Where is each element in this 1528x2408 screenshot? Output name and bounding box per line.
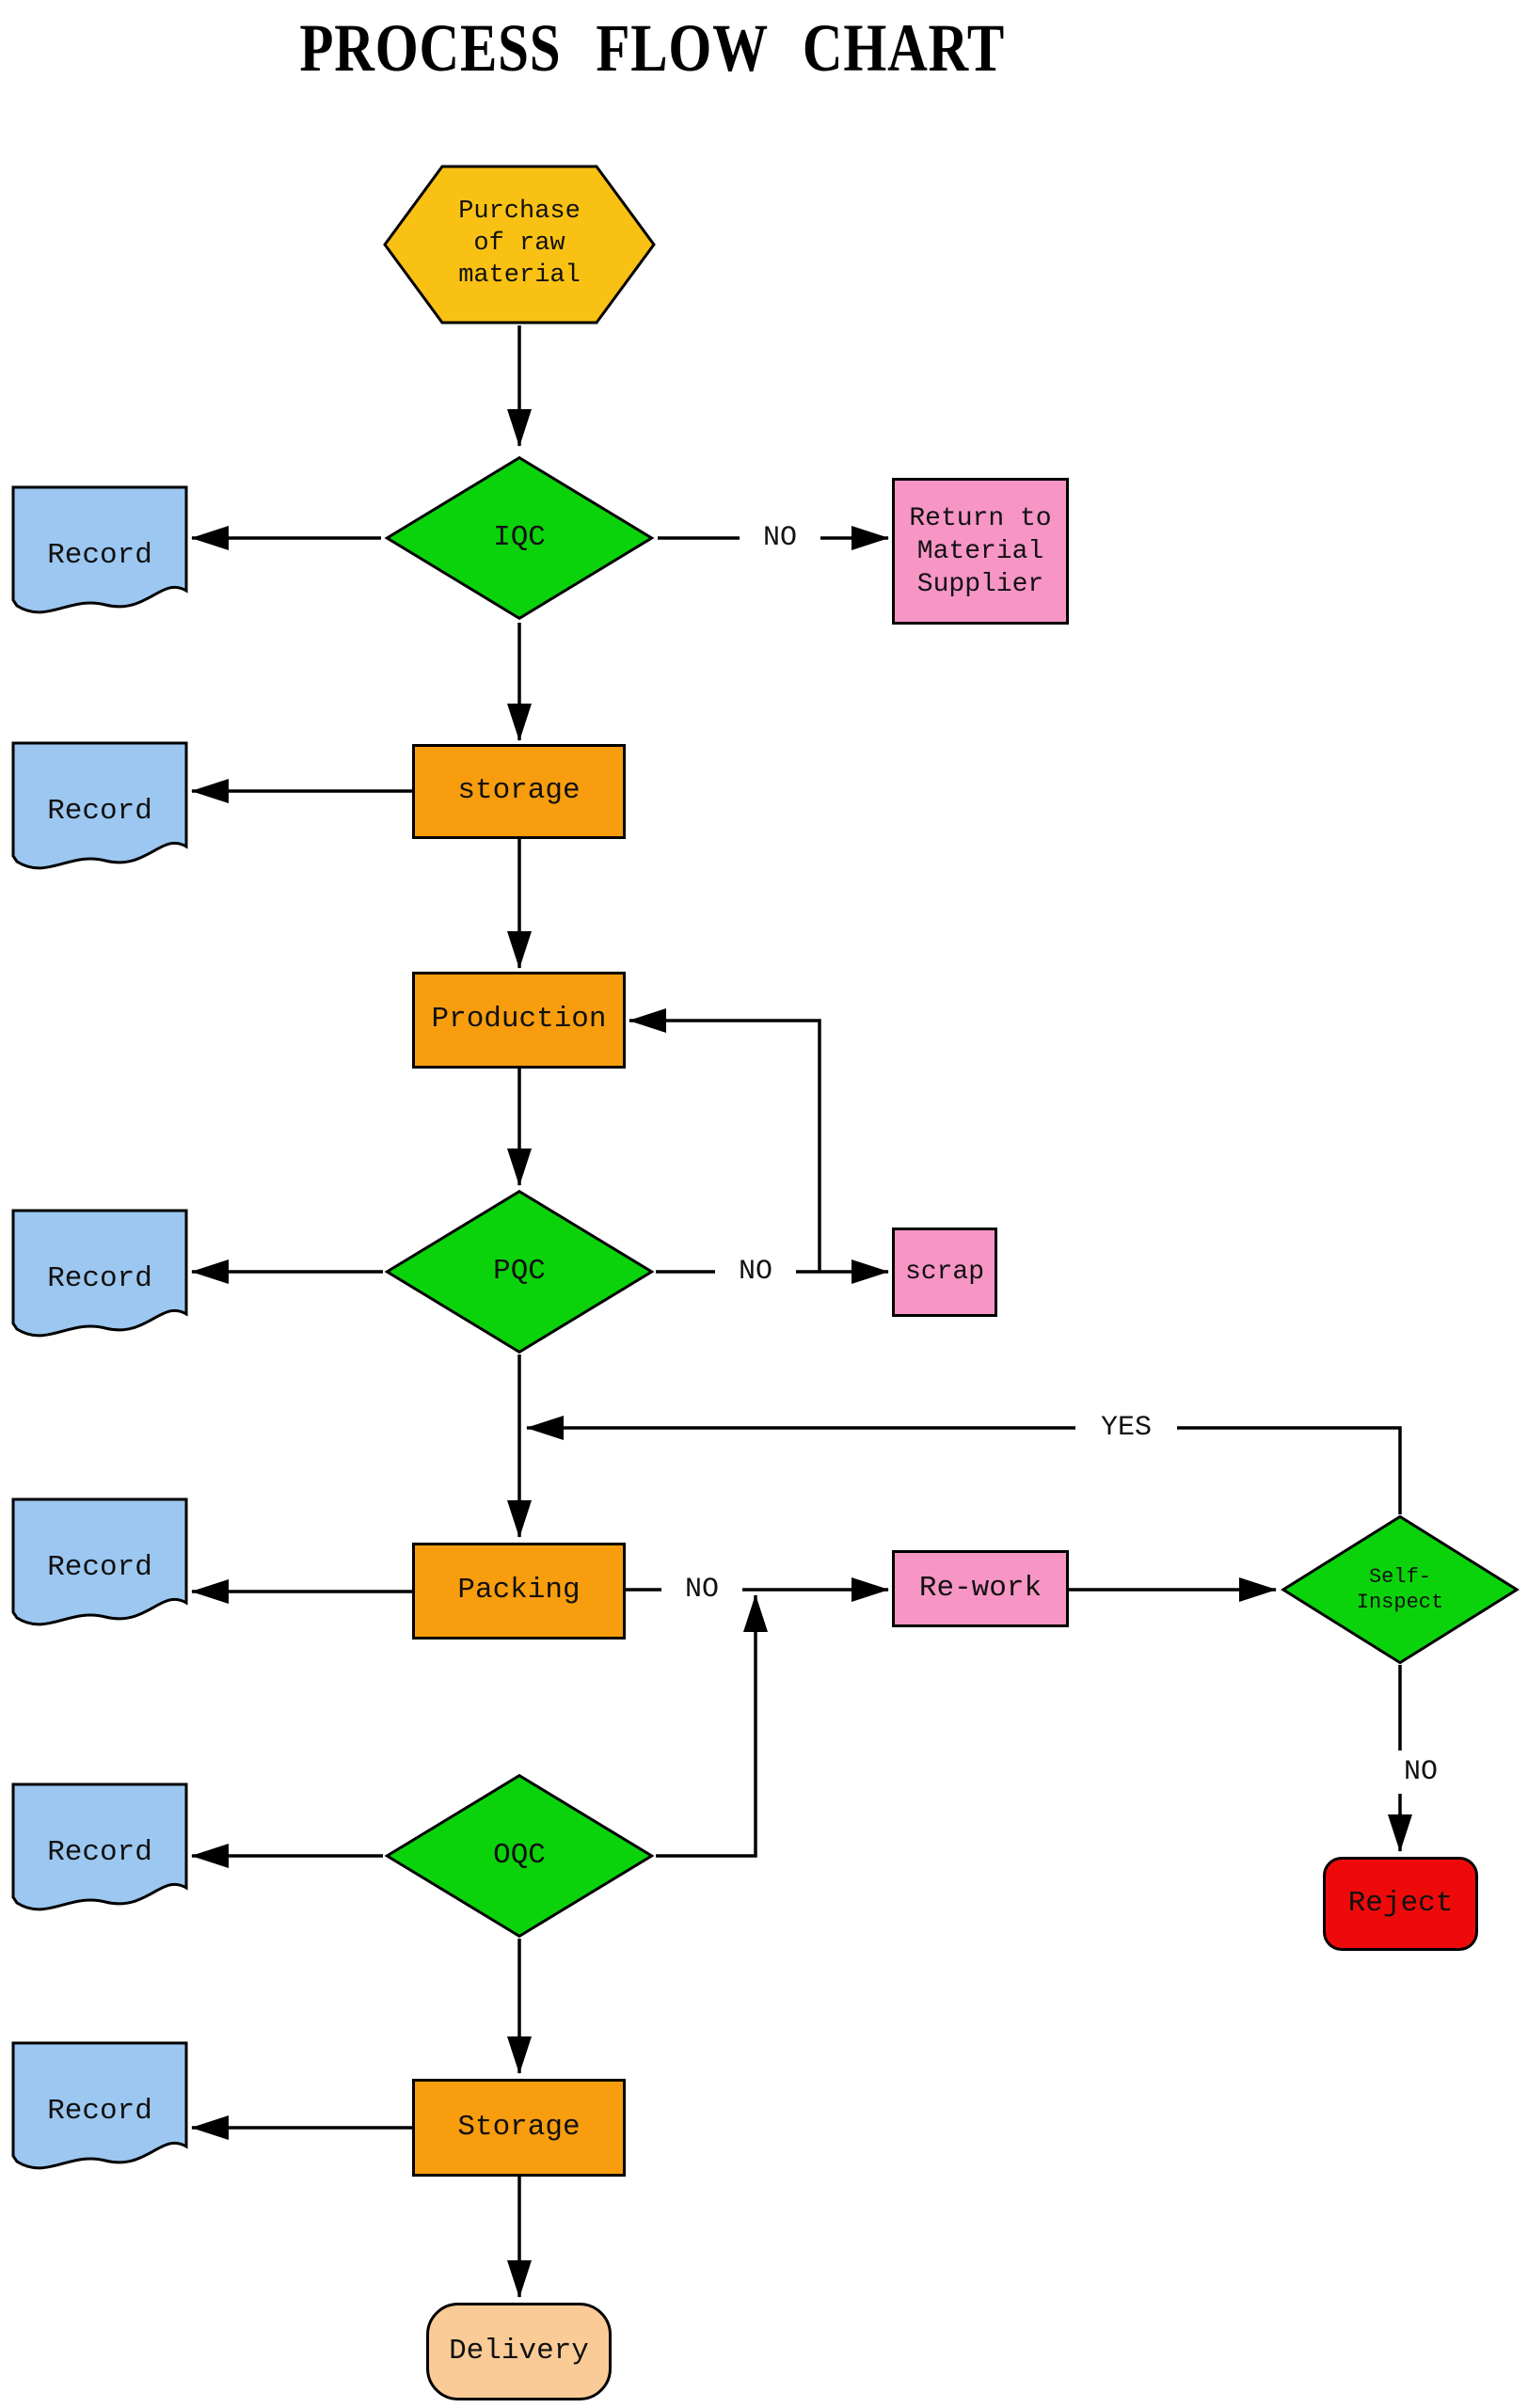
diamond-shape: [383, 455, 656, 621]
storage1-label: storage: [457, 774, 581, 808]
purchase-hexagon-node: Purchase of raw material: [383, 165, 656, 325]
oqc-label: OQC: [493, 1838, 546, 1872]
packing-box: Packing: [412, 1543, 626, 1640]
edge-label-selfinspect-no: NO: [1380, 1751, 1461, 1794]
delivery-box: Delivery: [426, 2303, 612, 2400]
diamond-shape: [383, 1189, 656, 1354]
record-document-4: Record: [11, 1497, 188, 1639]
document-shape: [11, 1497, 188, 1639]
hexagon-shape: [383, 165, 656, 325]
self-inspect-diamond-node: Self- Inspect: [1280, 1514, 1520, 1665]
iqc-diamond-node: IQC: [383, 455, 656, 621]
record-label: Record: [47, 1835, 152, 1869]
record-label: Record: [47, 1261, 152, 1295]
purchase-label: Purchase of raw material: [458, 198, 581, 290]
oqc-diamond-node: OQC: [383, 1773, 656, 1939]
pqc-label: PQC: [493, 1254, 546, 1288]
record-document-2: Record: [11, 741, 188, 882]
pqc-diamond-node: PQC: [383, 1189, 656, 1354]
delivery-label: Delivery: [449, 2334, 589, 2368]
production-label: Production: [431, 1003, 607, 1037]
scrap-label: scrap: [904, 1258, 984, 1287]
record-document-6: Record: [11, 2041, 188, 2182]
document-shape: [11, 1209, 188, 1350]
production-box: Production: [412, 972, 626, 1069]
storage2-box: Storage: [412, 2079, 626, 2177]
arrow-oqc-loop-to-rework-line: [656, 1594, 768, 1858]
document-shape: [11, 741, 188, 882]
record-document-1: Record: [11, 485, 188, 626]
record-label: Record: [47, 794, 152, 828]
arrow-selfinspect-yes-loop: [526, 1416, 1402, 1514]
reject-label: Reject: [1347, 1886, 1454, 1920]
record-label: Record: [47, 538, 152, 572]
page-title: PROCESS FLOW CHART: [299, 10, 1006, 86]
edge-label-selfinspect-yes: YES: [1075, 1406, 1177, 1450]
storage2-label: Storage: [457, 2110, 581, 2144]
record-document-5: Record: [11, 1782, 188, 1924]
scrap-box: scrap: [892, 1228, 997, 1317]
document-shape: [11, 1782, 188, 1924]
storage1-box: storage: [412, 744, 626, 839]
record-label: Record: [47, 2094, 152, 2128]
self-inspect-label: Self- Inspect: [1356, 1564, 1444, 1615]
return-supplier-box: Return to Material Supplier: [892, 478, 1069, 625]
edge-label-packing-no: NO: [661, 1568, 742, 1611]
arrow-loop-to-production: [629, 1008, 821, 1272]
rework-label: Re-work: [918, 1571, 1043, 1605]
document-shape: [11, 2041, 188, 2182]
record-label: Record: [47, 1550, 152, 1584]
record-document-3: Record: [11, 1209, 188, 1350]
diamond-shape: [1280, 1514, 1520, 1665]
reject-box: Reject: [1323, 1857, 1478, 1951]
diamond-shape: [383, 1773, 656, 1939]
iqc-label: IQC: [493, 520, 546, 554]
edge-label-iqc-no: NO: [740, 516, 820, 560]
packing-label: Packing: [457, 1574, 581, 1608]
edge-label-pqc-no: NO: [715, 1250, 796, 1293]
document-shape: [11, 485, 188, 626]
rework-box: Re-work: [892, 1550, 1069, 1627]
return-supplier-label: Return to Material Supplier: [909, 503, 1052, 599]
